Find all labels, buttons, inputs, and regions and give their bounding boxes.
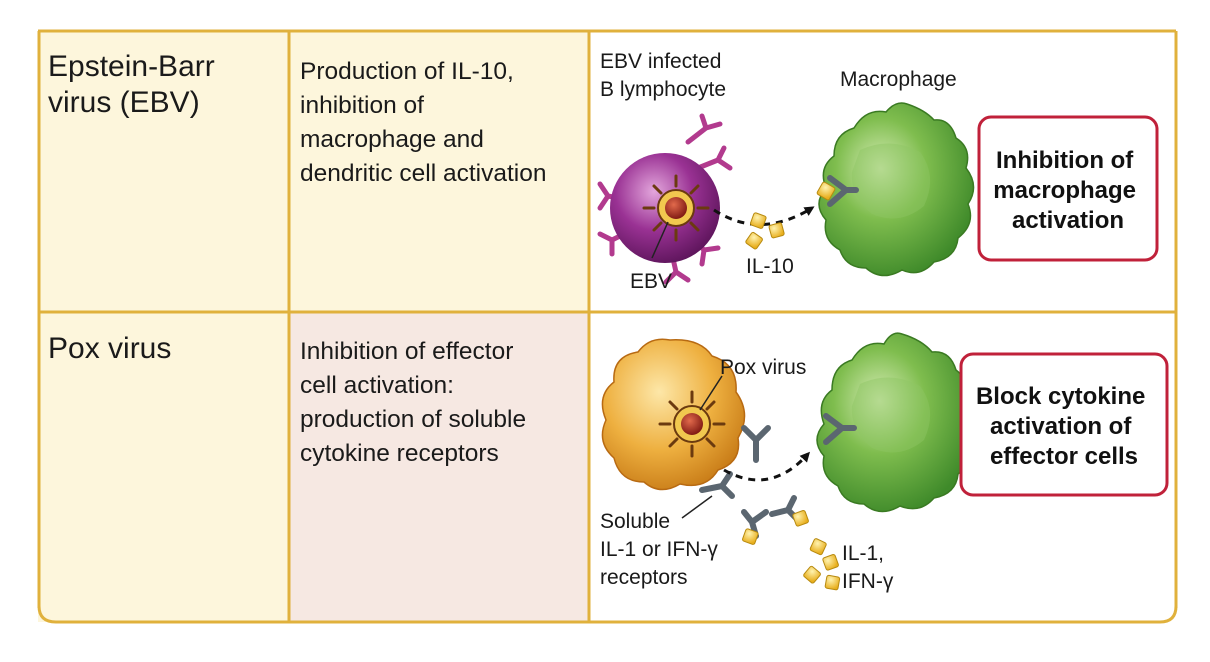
ebv-outcome-box (977, 115, 1159, 262)
il1-ifn-label: IL-1, IFN-γ (842, 542, 894, 593)
il1-ifn-cytokine-molecules (803, 538, 841, 591)
pox-virion-icon (658, 390, 726, 458)
pox-virus-name: Pox virus (48, 332, 171, 365)
macrophage-label: Macrophage (840, 68, 957, 91)
effector-nucleus-pox (851, 377, 931, 453)
il10-cytokine-molecules (745, 212, 785, 250)
il10-secretion-arrow (713, 206, 815, 226)
macrophage-cell-ebv (818, 102, 975, 277)
ebv-label-leader (651, 221, 669, 259)
pox-virus-label: Pox virus (720, 356, 806, 379)
pox-mechanism-background (289, 312, 589, 622)
table-bottom-border (37, 605, 1178, 624)
pox-outcome-box (959, 352, 1169, 497)
ebv-virion-icon (642, 174, 710, 242)
pox-outcome-text: Block cytokine activation of effector ce… (976, 383, 1152, 470)
receptor-release-arrow (723, 451, 811, 482)
ebv-outcome-text: Inhibition of macrophage activation (993, 147, 1142, 234)
ebv-virus-label: EBV (630, 270, 672, 293)
ebv-virus-name: Epstein-Barr virus (EBV) (48, 50, 223, 119)
pox-label-leader (699, 375, 723, 411)
macrophage-nucleus-ebv (851, 143, 931, 219)
receptor-label-leader (681, 495, 713, 519)
macrophage-il10-receptor (816, 175, 859, 207)
il10-label: IL-10 (746, 255, 794, 278)
effector-cell-receptor (823, 413, 857, 445)
pox-mechanism: Inhibition of effector cell activation: … (300, 338, 533, 467)
bound-cytokine-molecules (742, 510, 809, 545)
ebv-mechanism: Production of IL-10, inhibition of macro… (300, 58, 546, 187)
pox-infected-cell (601, 338, 746, 491)
soluble-receptor-label: Soluble IL-1 or IFN-γ receptors (600, 510, 724, 589)
ebv-infected-cell-label: EBV infected B lymphocyte (600, 50, 727, 101)
